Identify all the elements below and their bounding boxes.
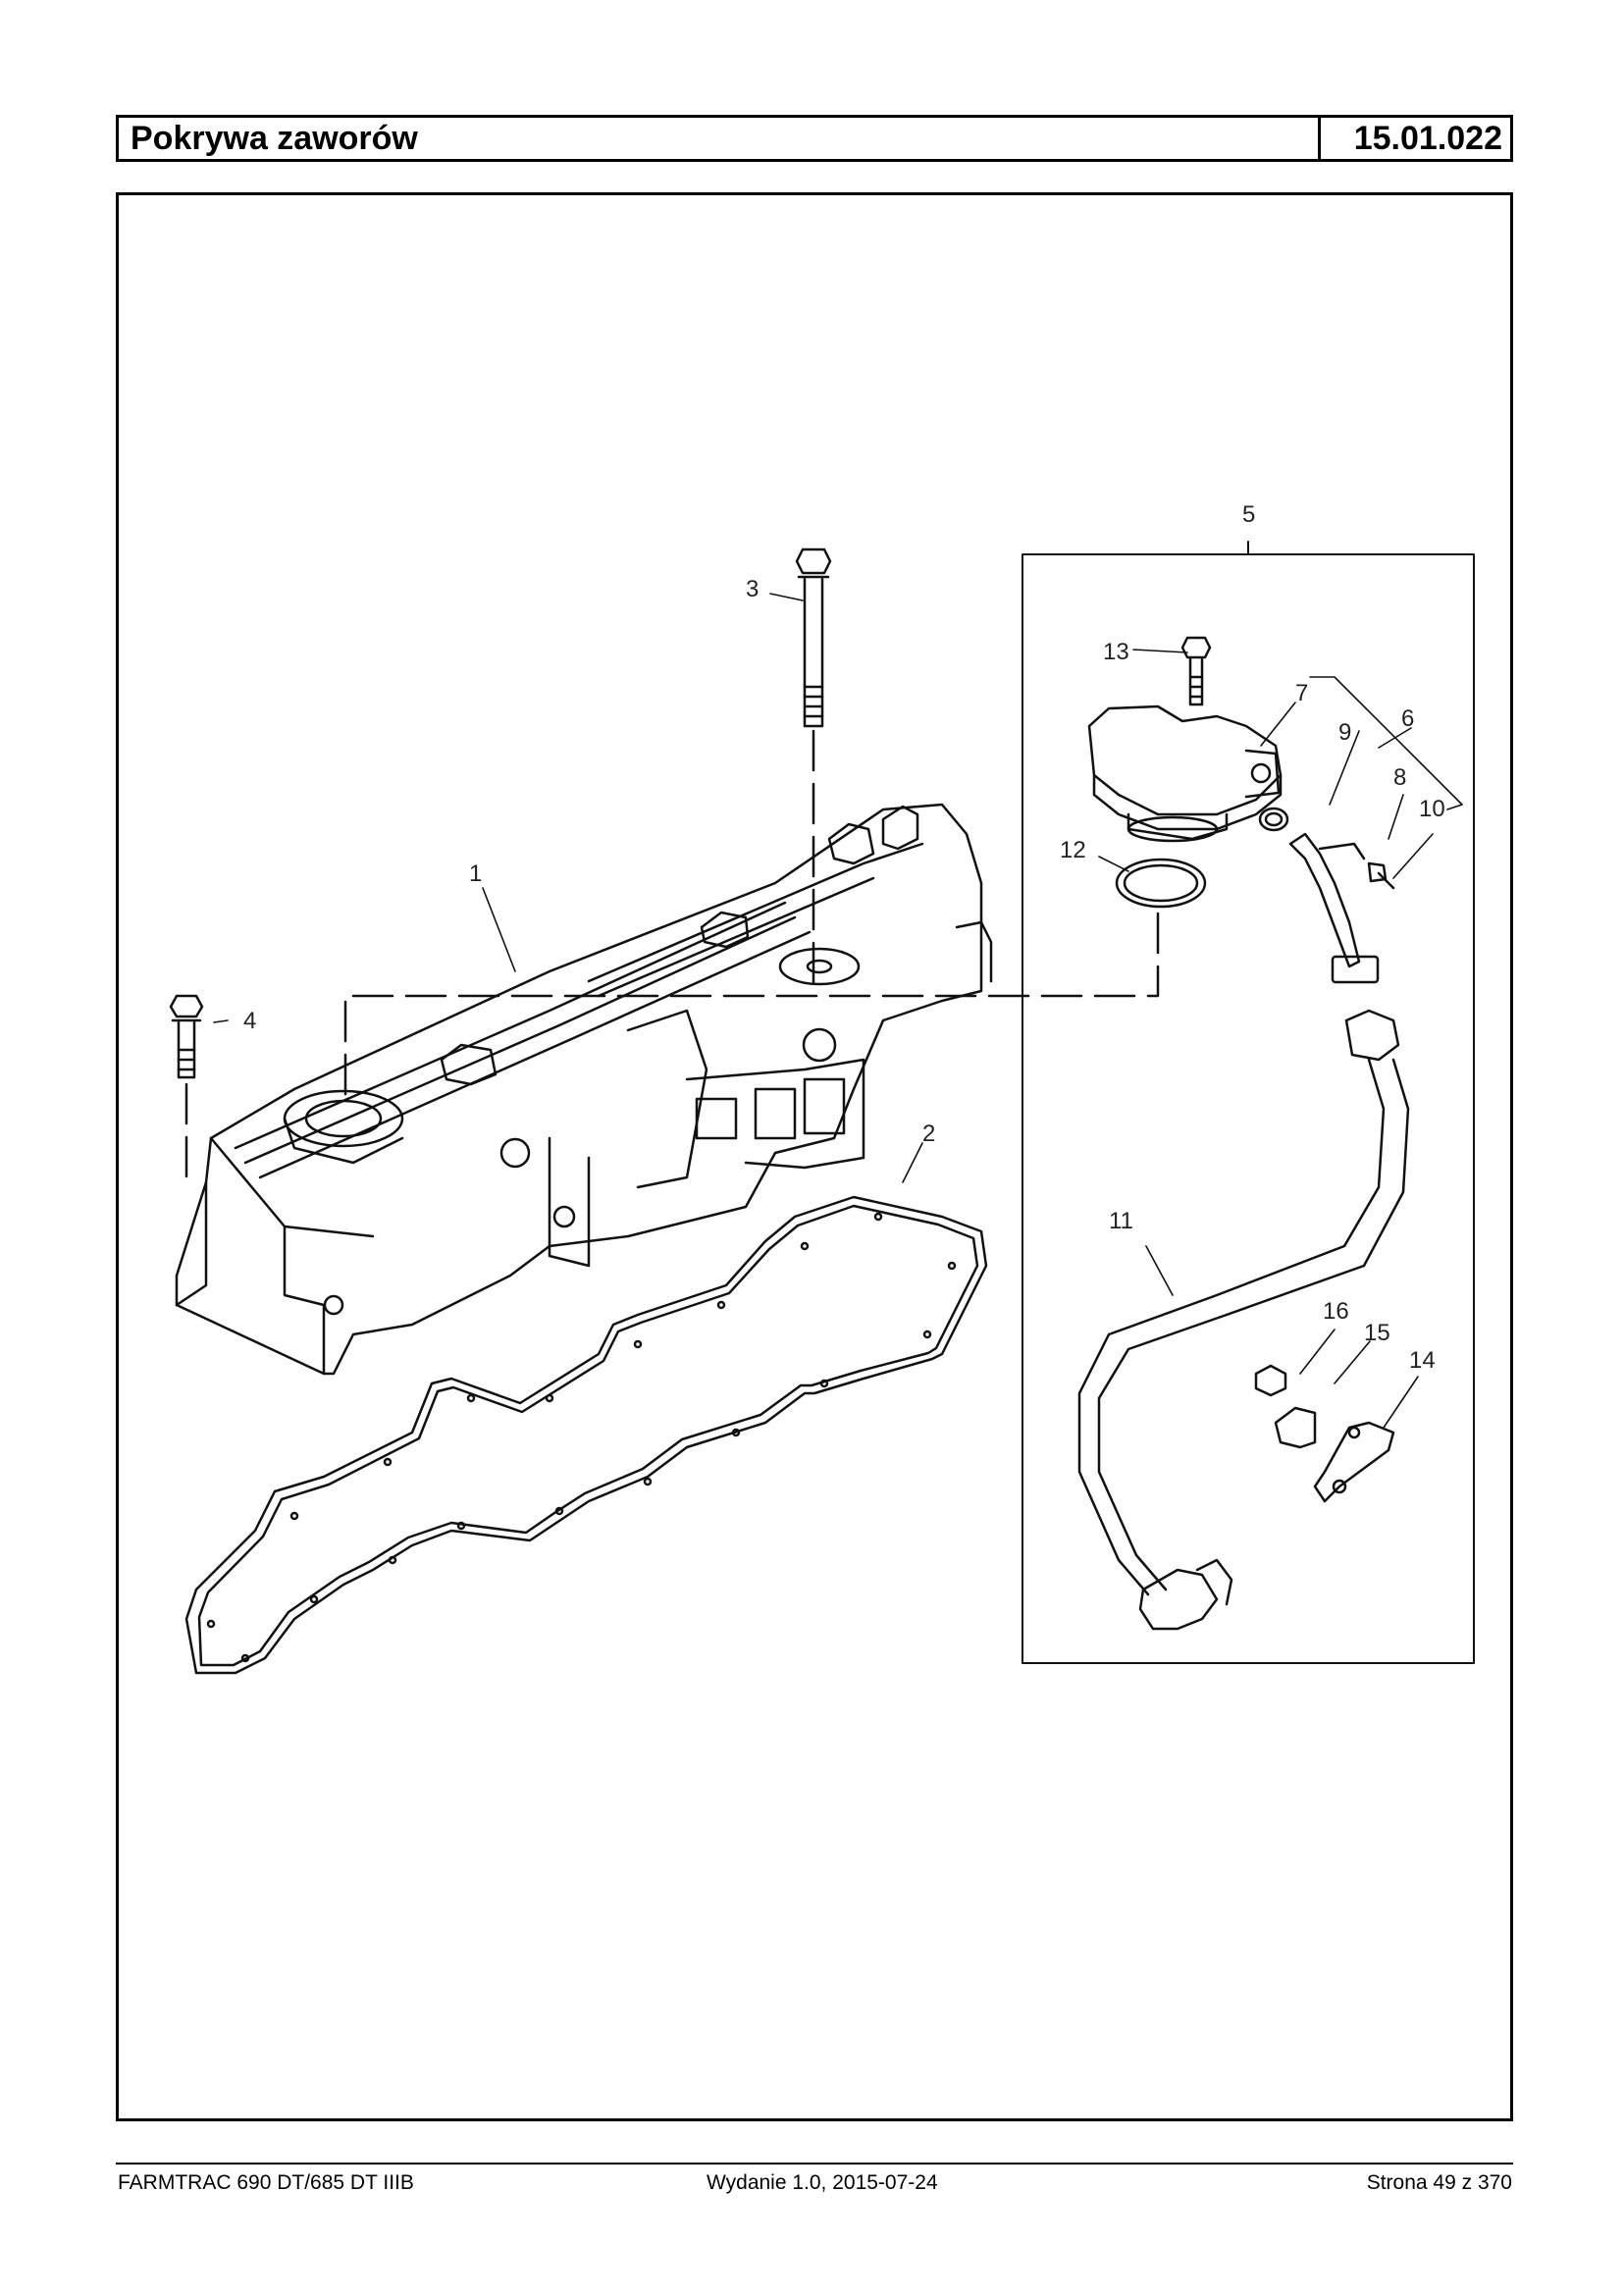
callout-labels: 1 2 3 4 5 6 7 8 9 10 11 12 13 14 15 16 [243,501,1445,1374]
breather-kit-box [1022,541,1475,1664]
callout-5: 5 [1242,501,1255,528]
short-bolt-part [169,994,204,1079]
callout-15: 15 [1364,1320,1390,1346]
callout-10: 10 [1419,796,1445,822]
callout-1: 1 [469,861,482,887]
callout-11: 11 [1109,1208,1133,1234]
o-ring-12-part [1115,858,1207,909]
footer-edition: Wydanie 1.0, 2015-07-24 [707,2171,938,2194]
callout-16: 16 [1323,1298,1349,1325]
footer-divider [116,2163,1513,2165]
callout-13: 13 [1103,639,1129,665]
callout-6: 6 [1401,705,1414,732]
callout-9: 9 [1338,719,1351,746]
page-title: Pokrywa zaworów [131,120,418,157]
callout-2: 2 [922,1121,935,1147]
callout-12: 12 [1060,837,1086,863]
callout-14: 14 [1409,1347,1436,1374]
footer-model: FARMTRAC 690 DT/685 DT IIIB [118,2171,414,2194]
elbow-fitting-part [1288,832,1395,984]
valve-cover-part [175,803,993,1376]
o-ring-9-part [1258,807,1289,832]
page-header: Pokrywa zaworów 15.01.022 [116,115,1513,162]
screw-13-part [1180,636,1212,706]
bracket-14-part [1313,1421,1395,1503]
callout-7: 7 [1295,680,1308,706]
callout-4: 4 [243,1008,256,1034]
clip-15-part [1274,1406,1317,1449]
diagram-frame [116,192,1513,2121]
hose-11-part [1077,1009,1410,1631]
long-bolt-part [795,548,832,728]
section-code: 15.01.022 [1318,118,1510,159]
assembly-lines [184,729,1160,1189]
leader-lines [213,593,1463,1429]
breather-housing-part [1087,704,1283,843]
valve-cover-gasket-part [184,1195,988,1675]
footer-page-number: Strona 49 z 370 [1366,2171,1512,2194]
callout-8: 8 [1393,764,1406,791]
nut-16-part [1254,1364,1287,1397]
callout-3: 3 [746,576,759,602]
